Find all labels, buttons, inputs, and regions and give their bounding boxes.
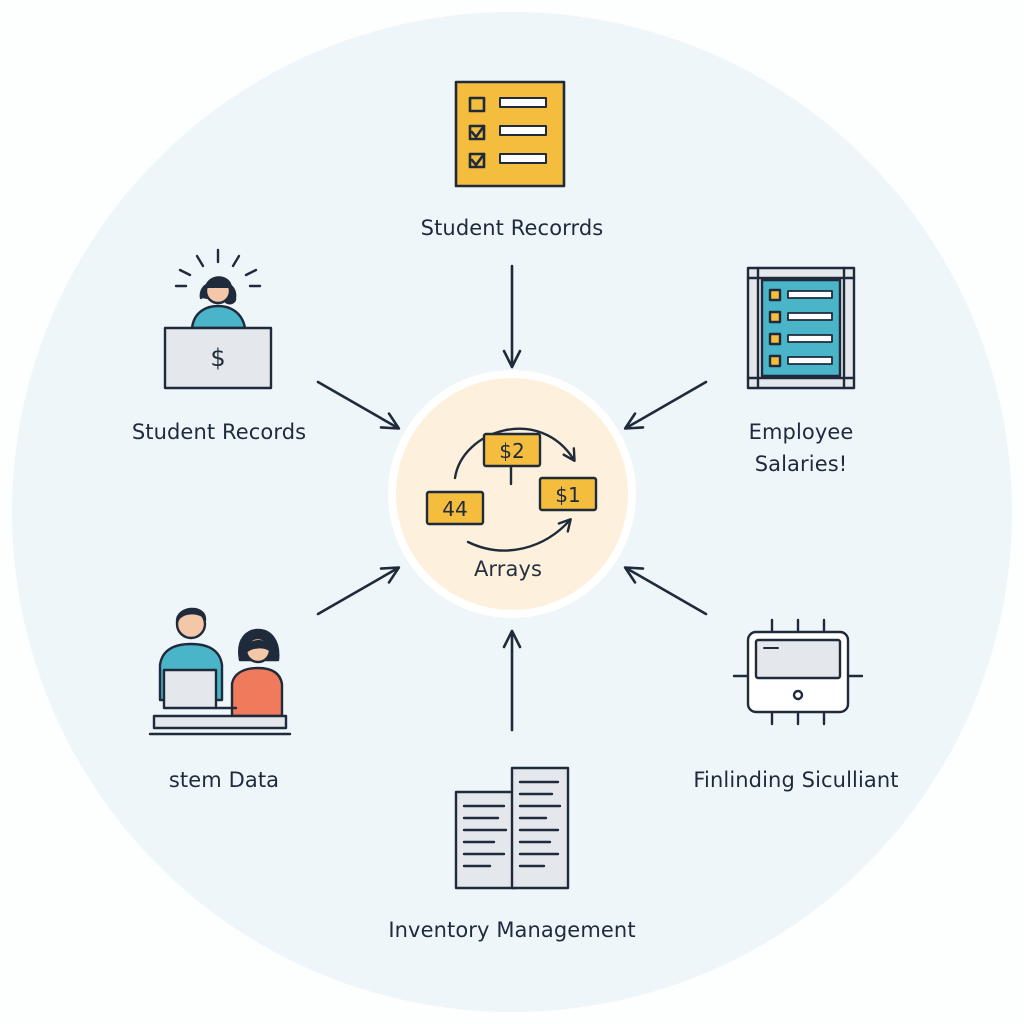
checklist-clipboard-icon [746,266,856,390]
node-label-top: Student Recorrds [420,216,604,240]
node-label-top-left: Student Records [131,420,307,444]
array-cycle-icon: $2 $1 44 [425,427,598,552]
array-card-1: $2 [482,432,542,468]
person-at-laptop-icon: $ [163,248,273,390]
array-card-1-text: $2 [499,439,524,463]
center-label: Arrays [473,557,543,581]
arrow-from-bottom-left [316,566,401,616]
node-label-top-right-line1: Employee [748,420,854,444]
checklist-icon [454,80,566,188]
arrow-from-top-left [316,380,401,430]
node-label-bottom-left: stem Data [168,768,280,792]
tablet-device-icon [732,618,864,726]
arrow-from-bottom-right [623,566,708,616]
node-label-top-right-line2: Salaries! [754,452,848,476]
node-label-bottom-right: Finlinding Siculliant [693,768,899,792]
array-card-3: 44 [425,490,485,526]
array-card-3-text: 44 [442,497,467,521]
center-circle [388,370,636,618]
two-people-laptop-icon [148,607,292,736]
array-card-2: $1 [538,476,598,512]
array-card-2-text: $1 [555,483,580,507]
node-label-bottom: Inventory Management [388,918,636,942]
documents-icon [454,766,570,890]
connector-arrows [316,264,708,732]
node-label-top-right: Employee Salaries! [749,416,854,480]
laptop-dollar-glyph: $ [210,344,225,372]
arrow-from-top-right [623,380,708,430]
